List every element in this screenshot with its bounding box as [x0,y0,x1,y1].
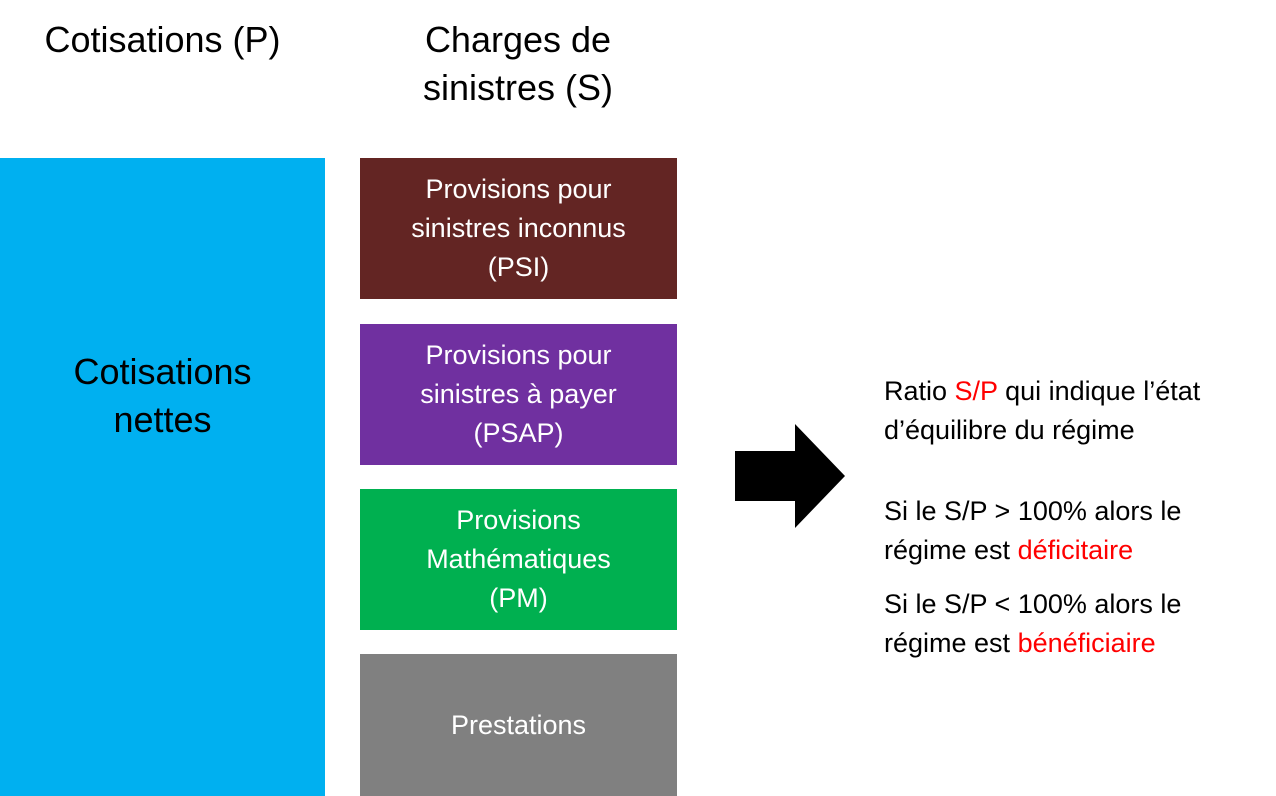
psap-block: Provisions pour sinistres à payer (PSAP) [360,324,677,465]
ratio-suffix: qui indique l’état [997,376,1201,406]
pm-line2: Mathématiques [426,544,611,574]
claims-header-line2: sinistres (S) [422,67,614,108]
psi-line2: sinistres inconnus [411,213,626,243]
psap-line1: Provisions pour [425,340,612,370]
pm-line3: (PM) [489,583,548,613]
net-premiums-label: Cotisations nettes [0,348,325,444]
claims-header-line1: Charges de [424,19,612,60]
surplus-rule: Si le S/P < 100% alors le régime est bén… [884,585,1264,663]
pm-block: Provisions Mathématiques (PM) [360,489,677,630]
ratio-explanation: Ratio S/P qui indique l’état d’équilibre… [884,372,1264,450]
right-arrow-icon [735,424,845,528]
surplus-rule-line2: régime est bénéficiaire [884,624,1264,663]
net-premiums-label-line1: Cotisations [73,351,252,392]
prestations-block: Prestations [360,654,677,796]
psap-line2: sinistres à payer [420,379,617,409]
surplus-rule-prefix: régime est [884,628,1018,658]
premiums-column-header: Cotisations (P) [10,16,315,64]
deficit-rule-line1: Si le S/P > 100% alors le [884,496,1182,526]
psi-block: Provisions pour sinistres inconnus (PSI) [360,158,677,299]
prestations-label: Prestations [450,709,587,740]
psi-line3: (PSI) [487,252,550,282]
ratio-line1: Ratio S/P qui indique l’état [884,372,1264,411]
deficit-rule: Si le S/P > 100% alors le régime est déf… [884,492,1264,570]
deficit-highlight: déficitaire [1017,535,1134,565]
surplus-highlight: bénéficiaire [1017,628,1156,658]
psi-line1: Provisions pour [425,174,612,204]
claims-column-header: Charges de sinistres (S) [358,16,678,112]
psap-line3: (PSAP) [473,418,564,448]
net-premiums-block [0,158,325,796]
deficit-rule-prefix: régime est [884,535,1018,565]
ratio-sp-highlight: S/P [954,376,998,406]
ratio-line2: d’équilibre du régime [884,415,1135,445]
surplus-rule-line1: Si le S/P < 100% alors le [884,589,1182,619]
ratio-prefix: Ratio [884,376,955,406]
pm-line1: Provisions [456,505,581,535]
deficit-rule-line2: régime est déficitaire [884,531,1264,570]
premiums-header-label: Cotisations (P) [44,19,281,60]
net-premiums-label-line2: nettes [113,399,212,440]
